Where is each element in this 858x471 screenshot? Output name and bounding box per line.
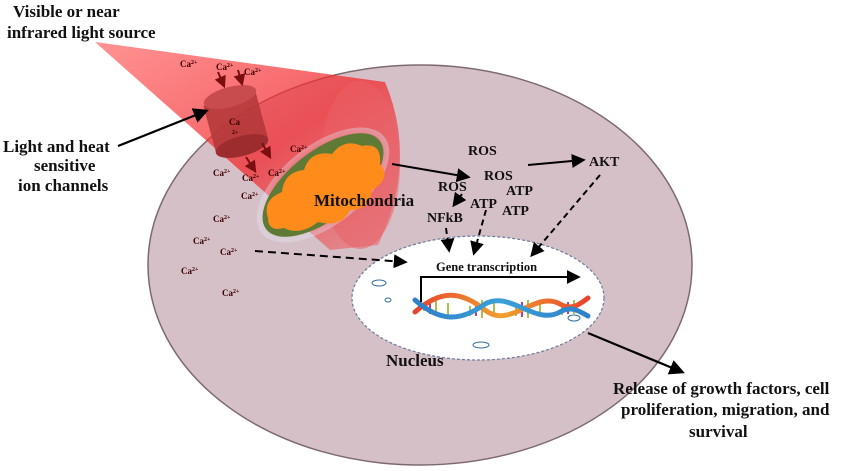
ros-label-1: ROS [468,144,497,159]
akt-label: AKT [589,155,620,170]
light-source-label-line2: infrared light source [7,23,156,42]
ion-channel-label-line3: ion channels [18,176,109,195]
ca-ion: Ca2+ [268,168,286,178]
ca-ion: Ca2+ [213,168,231,178]
channel-ca-charge: 2+ [232,130,239,136]
ros-label-2: ROS [484,169,513,184]
nucleus-label: Nucleus [386,351,444,370]
ca-ion: Ca2+ [241,191,259,201]
ca-ion: Ca2+ [193,236,211,246]
ca-ion: Ca2+ [242,173,260,183]
mitochondrion [256,127,390,243]
nucleolus-1 [371,279,387,287]
outcome-label-line1: Release of growth factors, cell [613,379,830,398]
ion-channel-label-line1: Light and heat [3,137,110,156]
channel-ca-label: Ca [229,117,240,127]
ca-ion: Ca2+ [216,62,234,72]
nucleolus-4 [567,314,581,322]
gene-transcription-label: Gene transcription [436,260,537,274]
ion-channel-label-line2: sensitive [34,156,96,175]
ca-influx-arrow-1 [214,71,226,89]
nucleus [351,235,605,361]
outcome-label-line3: survival [689,422,748,441]
ca-ion: Ca2+ [181,266,199,276]
ca-ion: Ca2+ [180,59,198,69]
ion-channel: Ca 2+ [203,85,269,158]
nucleolus-3 [472,341,490,349]
ros-label-3: ROS [438,180,467,195]
atp-label-2: ATP [470,197,497,212]
ca-ion: Ca2+ [244,67,262,77]
ca-efflux-arrow-1 [260,142,272,160]
arrow-nucleus-to-outcome [587,331,685,375]
arrow-ros-to-akt [527,154,586,168]
calcium-ions: Ca2+ Ca2+ Ca2+ Ca2+ Ca2+ Ca2+ Ca2+ Ca2+ … [180,59,308,298]
dna-helix [412,292,591,320]
transcription-arrow [420,270,581,302]
nfkb-label: NFkB [427,211,463,226]
arrow-nfkb-to-nucleus [440,227,455,253]
ca-influx-arrow-2 [233,69,246,87]
ca-ion: Ca2+ [220,247,238,257]
atp-label-3: ATP [502,204,529,219]
arrow-ros-to-nfkb [452,191,467,208]
ca-ion: Ca2+ [222,288,240,298]
arrow-atp-to-nucleus [470,209,487,256]
ca-ion: Ca2+ [290,144,308,154]
atp-label-1: ATP [506,184,533,199]
arrow-light-to-channel [117,108,209,148]
mitochondria-label: Mitochondria [314,191,415,210]
ca-ion: Ca2+ [213,214,231,224]
ca-efflux-arrow-2 [244,156,257,174]
light-source-label-line1: Visible or near [13,2,120,21]
outcome-label-line2: proliferation, migration, and [621,400,830,419]
arrow-akt-to-nucleus [530,174,601,258]
nucleolus-2 [384,297,392,303]
arrow-mito-to-ros [391,163,471,183]
